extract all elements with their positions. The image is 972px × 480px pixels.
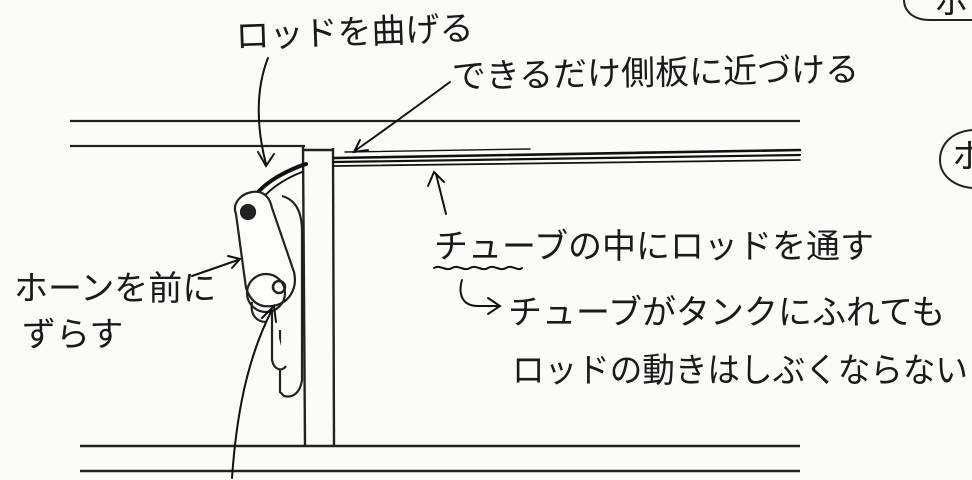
- rod-tube: [332, 148, 802, 167]
- label-tube-touch-tank-1: チューブがタンクにふれても: [508, 293, 945, 333]
- arrow-bottom: [231, 309, 273, 479]
- upper-rails: [70, 119, 800, 148]
- label-corner-top: ホ: [934, 0, 968, 23]
- label-horn-forward-1: ホーンを前に: [14, 269, 216, 309]
- arrow-tube-label: [435, 173, 447, 215]
- corner-bubble-mid: [938, 129, 972, 189]
- label-corner-mid: ホ: [952, 137, 972, 177]
- wavy-underline: [433, 265, 523, 271]
- label-rod-through-tube: チューブの中にロッドを通す: [434, 227, 874, 267]
- arrow-horn-forward: [191, 259, 239, 277]
- arrow-hook: [459, 279, 499, 307]
- leader-arrows: [191, 57, 523, 479]
- arrow-bend-rod: [257, 57, 269, 165]
- side-plate: [301, 145, 336, 447]
- corner-bubble-top: [903, 0, 972, 21]
- label-horn-forward-2: ずらす: [22, 315, 123, 355]
- lower-rails: [80, 444, 800, 473]
- horn-assembly: [233, 190, 304, 398]
- label-tube-touch-tank-2: ロッドの動きはしぶくならない: [512, 351, 968, 391]
- arrow-side-plate: [355, 81, 451, 151]
- label-near-side-plate: できるだけ側板に近づける: [451, 50, 859, 97]
- label-bend-rod: ロッドを曲げる: [235, 9, 474, 57]
